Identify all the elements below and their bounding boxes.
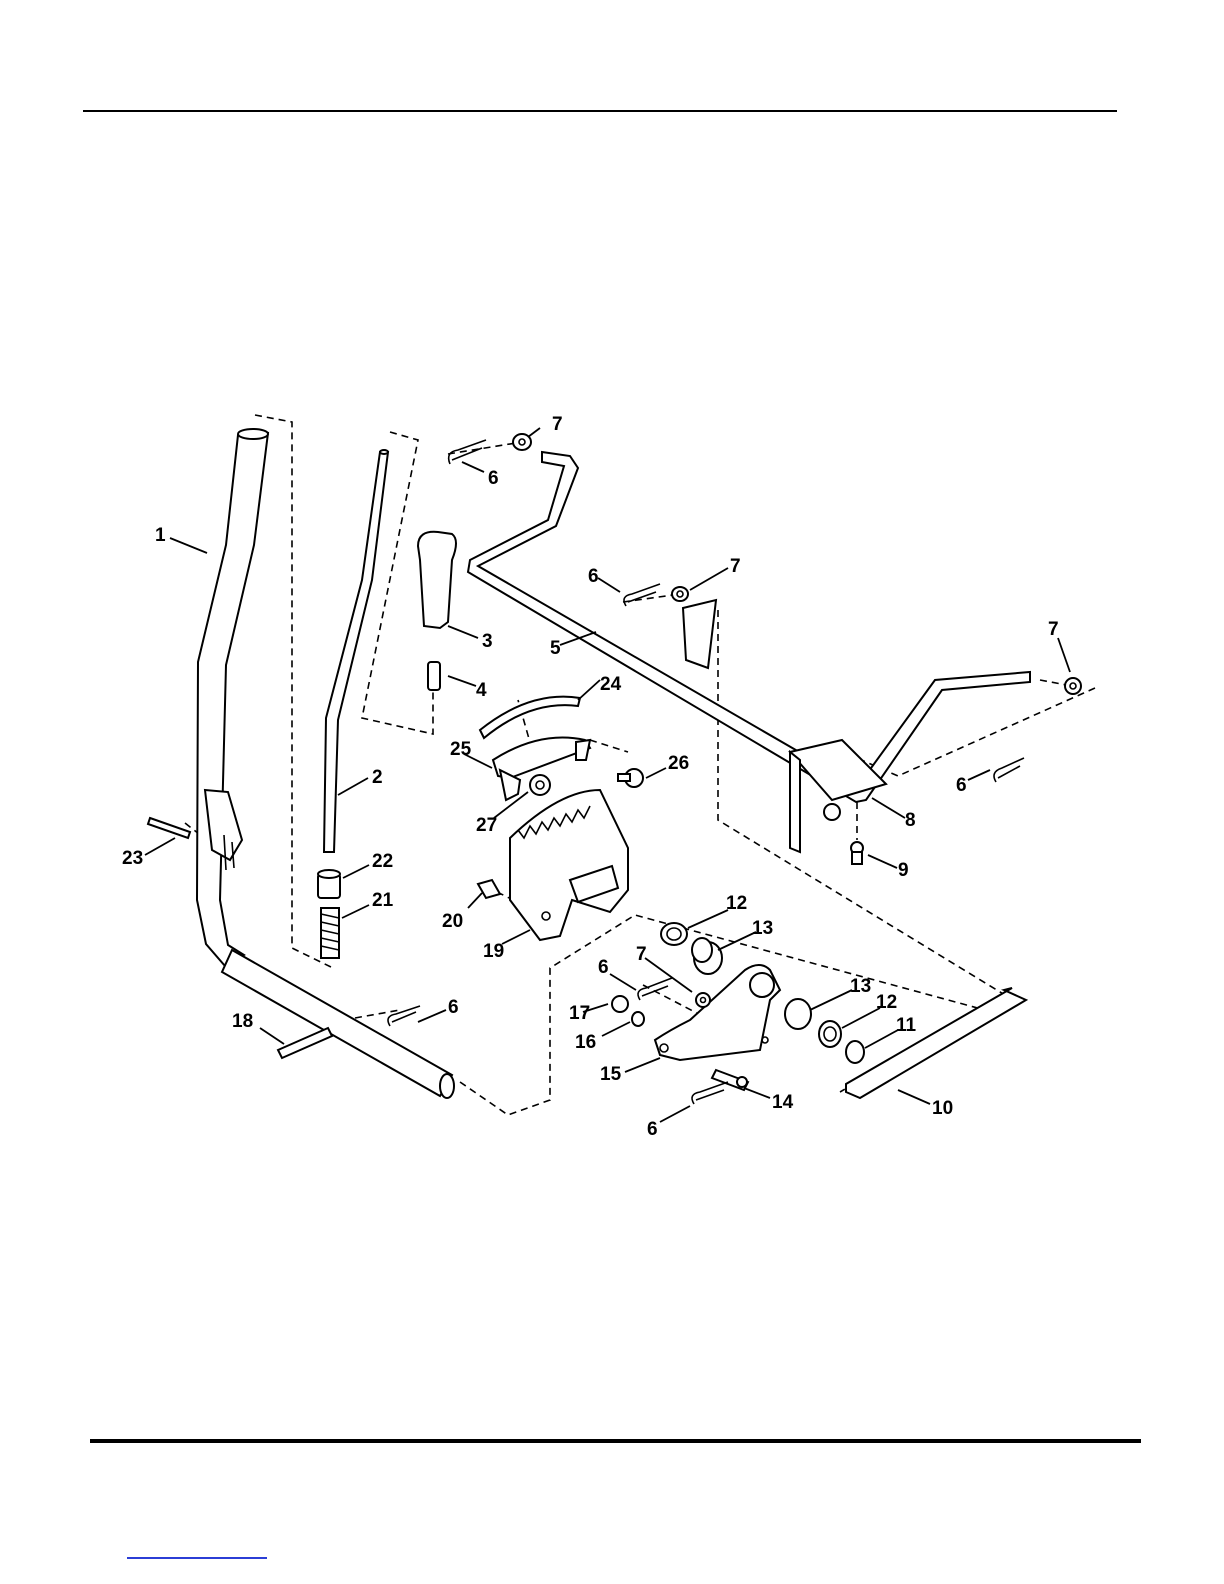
callout-18: 18 (232, 1011, 253, 1032)
callout-1: 1 (155, 525, 166, 546)
callout-leader-lines (145, 428, 1070, 1122)
part-3-knob (418, 532, 456, 628)
part-23-roll-pin (148, 818, 190, 838)
part-17-nut (612, 996, 628, 1012)
callout-labels: 1 2 3 4 5 6 6 6 6 6 6 7 7 7 7 8 9 10 11 … (122, 414, 1059, 1140)
part-9-screw (851, 842, 863, 864)
part-19-quadrant-plate (510, 790, 628, 940)
callout-6-b: 6 (588, 566, 599, 587)
callout-6-c: 6 (956, 775, 967, 796)
callout-2: 2 (372, 767, 383, 788)
part-4-pin (428, 662, 440, 690)
callout-10: 10 (932, 1098, 953, 1119)
part-2-inner-rod (324, 450, 388, 852)
footer-rule (90, 1439, 1141, 1443)
part-8-bracket (790, 740, 886, 852)
callout-5: 5 (550, 638, 561, 659)
callout-27: 27 (476, 815, 497, 836)
callout-11: 11 (896, 1015, 917, 1036)
callout-6-d: 6 (448, 997, 459, 1018)
callout-13-b: 13 (850, 976, 871, 997)
callout-24: 24 (600, 674, 622, 695)
callout-15: 15 (600, 1064, 622, 1085)
callout-6-f: 6 (647, 1119, 658, 1140)
part-11-ring (846, 1041, 864, 1063)
callout-26: 26 (668, 753, 689, 774)
callout-8: 8 (905, 810, 916, 831)
part-20-bolt (478, 880, 500, 898)
callout-17: 17 (569, 1003, 590, 1024)
part-16-lockwasher (632, 1012, 644, 1026)
callout-25: 25 (450, 739, 472, 760)
callout-3: 3 (482, 631, 493, 652)
part-13-bushing-b (785, 999, 811, 1029)
callout-7-a: 7 (552, 414, 563, 435)
callout-7-b: 7 (730, 556, 741, 577)
callout-9: 9 (898, 860, 909, 881)
callout-13-a: 13 (752, 918, 773, 939)
part-26-bolt (618, 769, 643, 787)
callout-4: 4 (476, 680, 487, 701)
part-22-spacer (318, 870, 340, 898)
part-24-strip (480, 697, 580, 738)
callout-6-e: 6 (598, 957, 609, 978)
callout-6-a: 6 (488, 468, 499, 489)
callout-16: 16 (575, 1032, 596, 1053)
part-14-pin (712, 1070, 748, 1090)
part-12-washer-b (819, 1021, 841, 1047)
callout-22: 22 (372, 851, 393, 872)
part-21-spring (321, 908, 339, 958)
callout-23: 23 (122, 848, 143, 869)
part-12-washer-a (661, 923, 687, 945)
callout-19: 19 (483, 941, 504, 962)
part-13-bushing-a (692, 938, 722, 974)
footer-link-underline[interactable] (127, 1557, 267, 1559)
callout-20: 20 (442, 911, 463, 932)
part-27-nut (530, 775, 550, 795)
callout-7-c: 7 (1048, 619, 1059, 640)
part-18-clevis-pin (278, 1028, 332, 1058)
callout-21: 21 (372, 890, 394, 911)
callout-12-b: 12 (876, 992, 897, 1013)
callout-14: 14 (772, 1092, 794, 1113)
callout-12-a: 12 (726, 893, 747, 914)
callout-7-d: 7 (636, 944, 647, 965)
part-7-washers (513, 434, 1081, 1007)
